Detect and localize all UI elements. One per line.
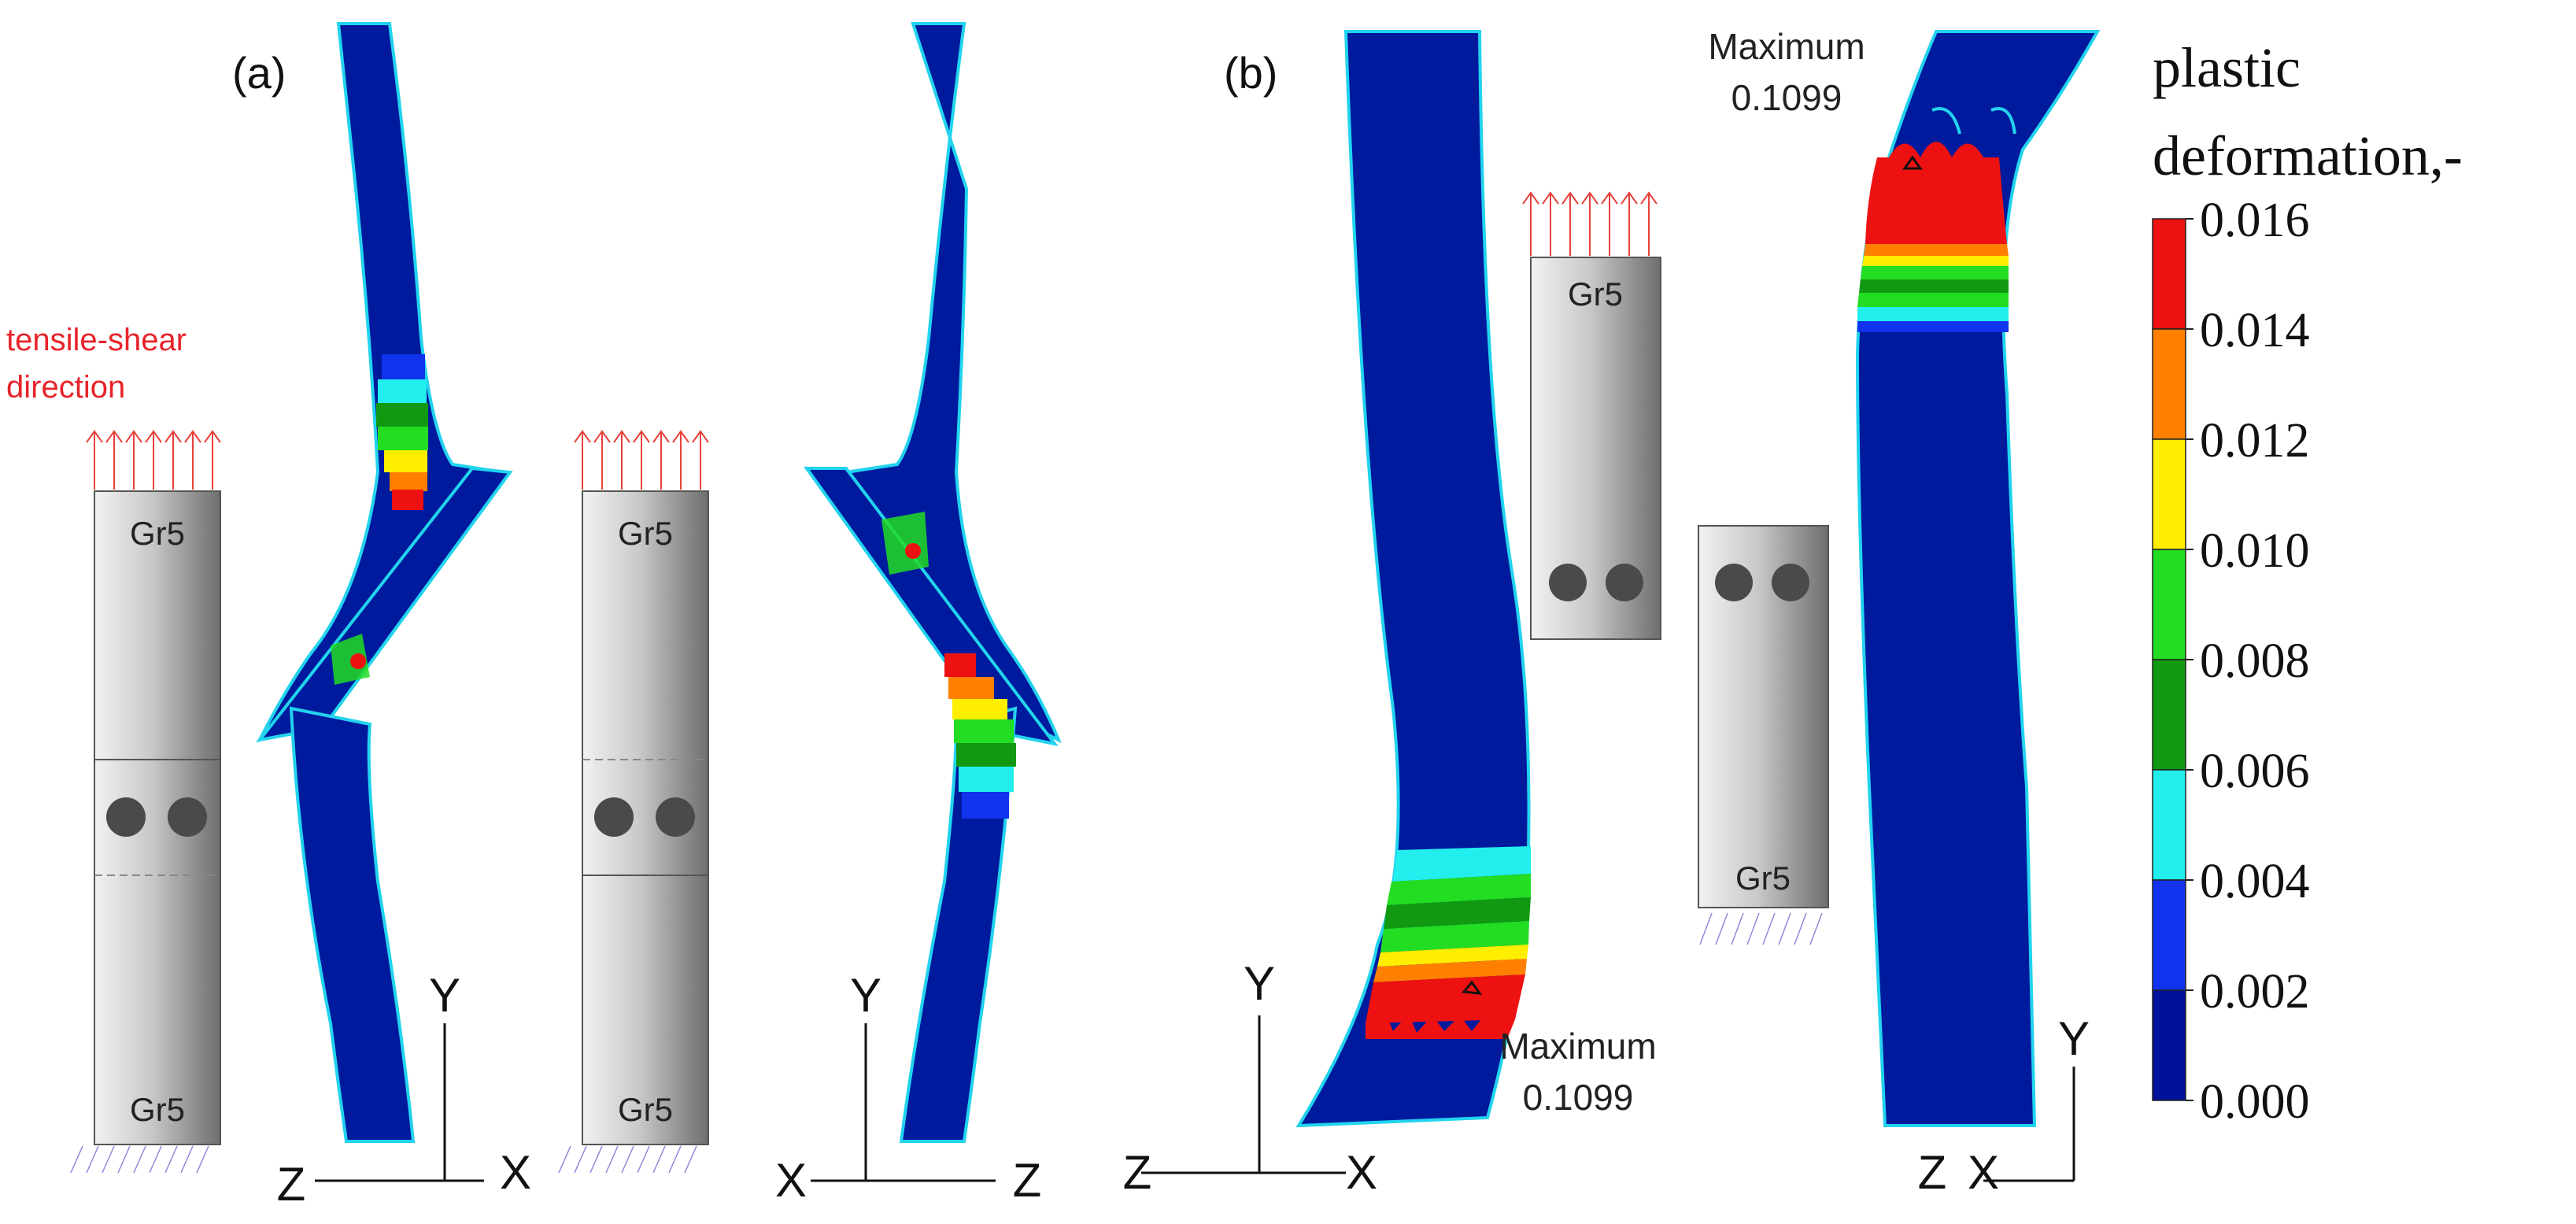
weld-spot-8 (1772, 564, 1809, 601)
specimen-b-bottom-label: Gr5 (1735, 860, 1791, 897)
legend-tick-label: 0.010 (2200, 524, 2310, 578)
legend-tick-label: 0.016 (2200, 194, 2310, 247)
specimen-b-bottom: Gr5 (1698, 525, 1829, 945)
weld-spot-7 (1715, 564, 1753, 601)
panel-b-label: (b) (1224, 48, 1277, 98)
legend-tick-label: 0.008 (2200, 634, 2310, 688)
axis-a2-right: Z (1013, 1154, 1042, 1207)
axes-b2 (1983, 1067, 2075, 1182)
legend-tick-label: 0.000 (2200, 1075, 2310, 1129)
axes-b1 (1141, 1015, 1346, 1174)
legend-swatch (2152, 989, 2186, 1101)
fem-model-a1 (256, 22, 513, 1143)
specimen-a2: Gr5 Gr5 (558, 490, 709, 1174)
legend-swatch (2152, 659, 2186, 771)
axis-b2-left: Z (1918, 1146, 1947, 1199)
axis-a1-right: X (500, 1146, 531, 1199)
specimen-b-top: Gr5 (1530, 257, 1661, 640)
legend-swatch (2152, 218, 2186, 330)
axis-b2-up: Y (2058, 1012, 2090, 1065)
specimen-a1-bottom-label: Gr5 (130, 1091, 185, 1128)
specimen-a2-top-label: Gr5 (618, 515, 673, 552)
specimen-b-top-label: Gr5 (1568, 275, 1623, 312)
weld-spot-3 (594, 797, 634, 837)
legend-swatch (2152, 328, 2186, 440)
fixed-support-a1 (70, 1145, 209, 1174)
fem-model-b2 (1855, 30, 2101, 1127)
weld-spot-6 (1606, 564, 1643, 601)
panel-a-label: (a) (232, 48, 286, 98)
legend-tick-labels: 0.016 0.014 0.012 0.010 0.008 0.006 0.004 0.002… (2186, 194, 2310, 1129)
legend-title-line1: plastic (2153, 36, 2301, 99)
fixed-support-a2 (558, 1145, 697, 1174)
weld-spot-1 (106, 797, 146, 837)
axis-b1-right: X (1346, 1146, 1377, 1199)
fem-model-b1 (1295, 30, 1531, 1128)
max-annotation-bottom-label: Maximum (1499, 1026, 1656, 1067)
legend-title-line2: deformation,- (2153, 124, 2463, 187)
load-arrows-a1 (86, 430, 221, 490)
axis-a1-up: Y (429, 969, 460, 1022)
load-arrows-a2 (574, 430, 709, 490)
axis-a2-up: Y (850, 969, 881, 1022)
legend-tick-label: 0.002 (2200, 965, 2310, 1019)
specimen-a1: Gr5 Gr5 (70, 490, 221, 1174)
legend-swatch (2152, 438, 2186, 550)
fem-model-a2 (804, 22, 1062, 1143)
weld-spot-5 (1549, 564, 1587, 601)
axes-a2 (811, 1023, 996, 1182)
load-arrows-b (1522, 191, 1658, 256)
max-annotation-bottom-value: 0.1099 (1523, 1077, 1634, 1118)
max-annotation-top-label: Maximum (1708, 26, 1865, 67)
weld-spot-4 (656, 797, 695, 837)
load-direction-label-line1: tensile-shear (6, 323, 187, 357)
axis-a1-left: Z (277, 1158, 306, 1211)
legend-tick-label: 0.012 (2200, 414, 2310, 468)
legend-tick-label: 0.006 (2200, 745, 2310, 798)
axes-a1 (315, 1023, 484, 1182)
load-direction-label-line2: direction (6, 370, 125, 405)
axis-b1-up: Y (1244, 957, 1275, 1010)
legend-swatch (2152, 879, 2186, 991)
axis-a2-left: X (775, 1154, 807, 1207)
legend-colorbar (2152, 218, 2186, 1101)
fixed-support-b (1699, 912, 1823, 945)
max-annotation-top-value: 0.1099 (1732, 77, 1842, 118)
specimen-a2-bottom-label: Gr5 (618, 1091, 673, 1128)
legend-tick-label: 0.014 (2200, 304, 2310, 357)
legend-tick-label: 0.004 (2200, 855, 2310, 908)
axis-b1-left: Z (1123, 1146, 1152, 1199)
axis-b2-right: X (1968, 1146, 1999, 1199)
weld-spot-2 (168, 797, 207, 837)
specimen-a1-top-label: Gr5 (130, 515, 185, 552)
legend-swatch (2152, 549, 2186, 660)
legend-swatch (2152, 769, 2186, 881)
